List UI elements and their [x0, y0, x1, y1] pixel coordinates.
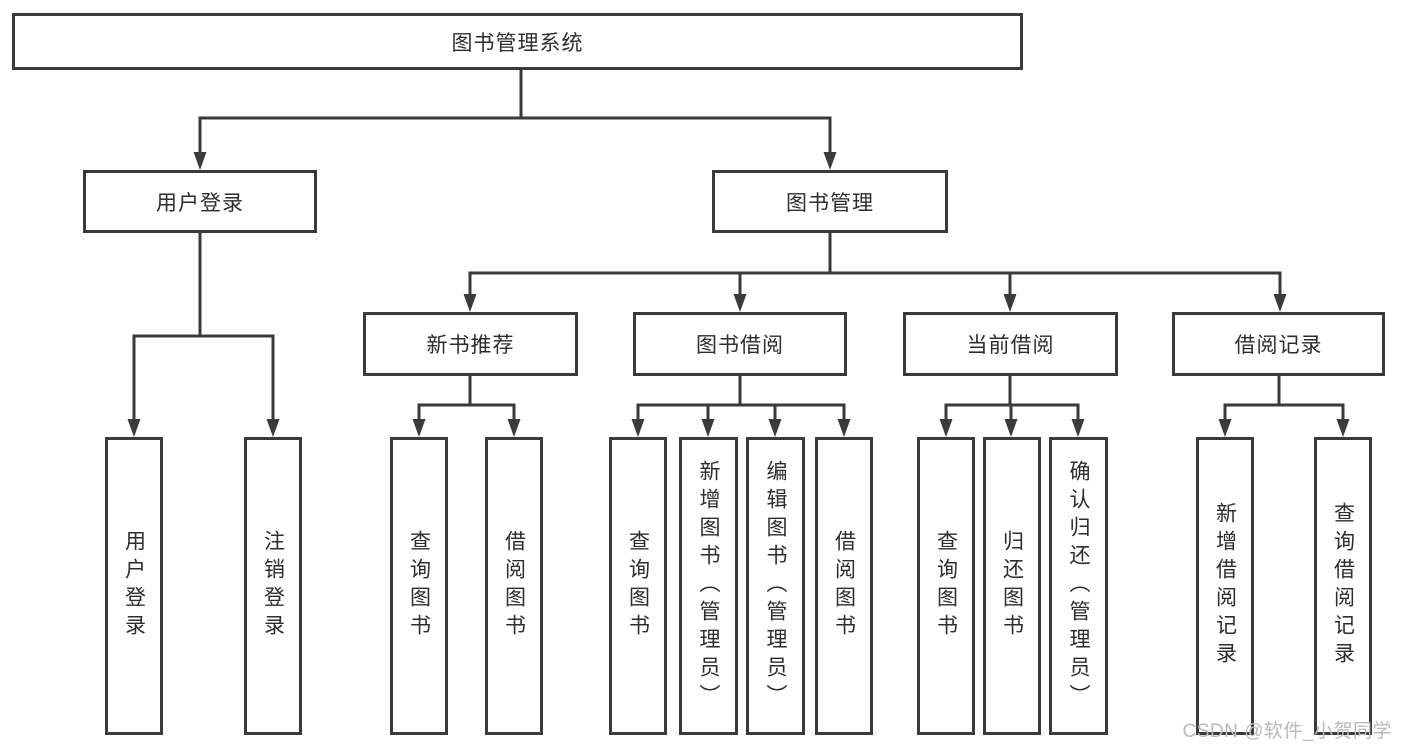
- csdn-watermark: CSDN @软件_小贺同学: [1182, 721, 1392, 742]
- node-current-borrowing-label: 当前借阅: [966, 334, 1055, 357]
- leaf-logout: 注销登录: [244, 437, 302, 735]
- node-book-management: 图书管理: [712, 170, 948, 233]
- leaf-query-books-current-label: 查询图书: [934, 530, 958, 642]
- leaf-borrow-books: 借阅图书: [815, 437, 873, 735]
- node-book-borrowing-label: 图书借阅: [696, 334, 784, 357]
- node-borrowing-records-label: 借阅记录: [1234, 334, 1323, 357]
- leaf-logout-label: 注销登录: [261, 530, 285, 642]
- leaf-add-borrow-record-label: 新增借阅记录: [1213, 502, 1237, 670]
- node-book-management-label: 图书管理: [786, 191, 874, 215]
- leaf-user-login-label: 用户登录: [122, 530, 146, 642]
- leaf-borrow-books-recommend: 借阅图书: [485, 437, 543, 735]
- leaf-edit-book-admin: 编辑图书（管理员）: [746, 437, 805, 735]
- leaf-add-borrow-record: 新增借阅记录: [1196, 437, 1254, 735]
- leaf-query-books-borrowing: 查询图书: [609, 437, 667, 735]
- node-new-book-recommend-label: 新书推荐: [426, 334, 515, 357]
- leaf-query-borrow-record: 查询借阅记录: [1314, 437, 1372, 735]
- arrowheads: [127, 152, 1350, 437]
- leaf-edit-book-admin-label: 编辑图书（管理员）: [764, 460, 787, 712]
- node-book-management-system-label: 图书管理系统: [451, 31, 584, 55]
- node-user-login-label: 用户登录: [156, 191, 244, 215]
- leaf-confirm-return-admin: 确认归还（管理员）: [1049, 437, 1108, 735]
- leaf-add-book-admin-label: 新增图书（管理员）: [697, 460, 720, 712]
- node-book-borrowing: 图书借阅: [633, 312, 847, 376]
- leaf-borrow-books-recommend-label: 借阅图书: [502, 530, 526, 642]
- node-current-borrowing: 当前借阅: [903, 312, 1118, 376]
- node-new-book-recommend: 新书推荐: [363, 312, 578, 376]
- leaf-confirm-return-admin-label: 确认归还（管理员）: [1067, 460, 1090, 712]
- leaf-query-books-borrowing-label: 查询图书: [626, 530, 650, 642]
- leaf-query-borrow-record-label: 查询借阅记录: [1331, 502, 1355, 670]
- leaf-borrow-books-label: 借阅图书: [832, 530, 856, 642]
- node-borrowing-records: 借阅记录: [1172, 312, 1385, 376]
- leaf-return-book-label: 归还图书: [1000, 530, 1024, 642]
- leaf-user-login: 用户登录: [105, 437, 163, 735]
- leaf-query-books-current: 查询图书: [917, 437, 975, 735]
- leaf-query-books-recommend: 查询图书: [390, 437, 448, 735]
- leaf-query-books-recommend-label: 查询图书: [407, 530, 431, 642]
- leaf-add-book-admin: 新增图书（管理员）: [679, 437, 738, 735]
- leaf-return-book: 归还图书: [983, 437, 1041, 735]
- node-user-login: 用户登录: [83, 170, 317, 233]
- node-book-management-system: 图书管理系统: [12, 13, 1023, 70]
